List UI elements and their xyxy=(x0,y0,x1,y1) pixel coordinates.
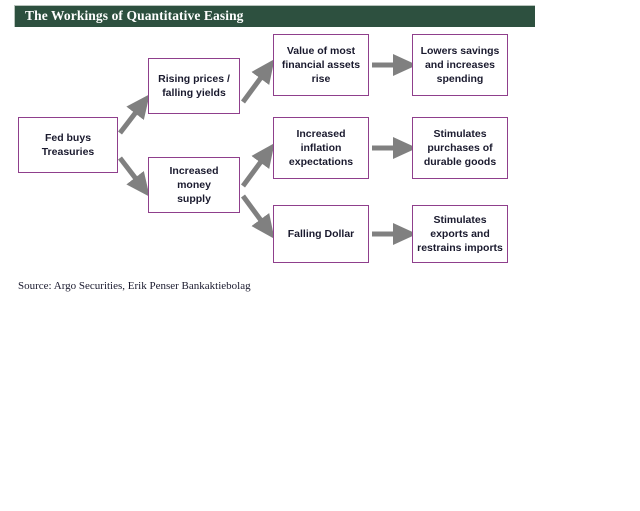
flow-node-stimulates-durable-goods[interactable]: Stimulates purchases of durable goods xyxy=(412,117,508,179)
flow-node-stimulates-exports[interactable]: Stimulates exports and restrains imports xyxy=(412,205,508,263)
flow-node-increased-money-supply[interactable]: Increased money supply xyxy=(148,157,240,213)
flow-node-lowers-savings[interactable]: Lowers savings and increases spending xyxy=(412,34,508,96)
page-title: The Workings of Quantitative Easing xyxy=(25,8,244,23)
flow-node-label: Fed buys Treasuries xyxy=(41,132,95,158)
flow-node-rising-prices[interactable]: Rising prices / falling yields xyxy=(148,58,240,114)
flow-node-label: Increased money supply xyxy=(169,165,219,205)
arrow-fed-to-rising xyxy=(118,94,150,135)
arrow-money-to-dollar xyxy=(240,194,275,239)
flow-node-falling-dollar[interactable]: Falling Dollar xyxy=(273,205,369,263)
flow-node-label: Rising prices / falling yields xyxy=(158,73,230,99)
arrow-money-to-inflation xyxy=(240,143,275,188)
flow-node-financial-assets-rise[interactable]: Value of most financial assets rise xyxy=(273,34,369,96)
flow-node-label: Falling Dollar xyxy=(287,228,355,240)
flow-node-label: Lowers savings and increases spending xyxy=(420,45,500,85)
chart-title-bar: The Workings of Quantitative Easing xyxy=(14,5,535,27)
flow-node-label: Stimulates purchases of durable goods xyxy=(423,128,497,168)
flow-node-fed-buys-treasuries[interactable]: Fed buys Treasuries xyxy=(18,117,118,173)
flow-node-inflation-expectations[interactable]: Increased inflation expectations xyxy=(273,117,369,179)
arrow-fed-to-money xyxy=(118,156,150,197)
flow-node-label: Increased inflation expectations xyxy=(288,128,354,168)
arrow-rising-to-assets xyxy=(240,59,275,104)
flow-node-label: Value of most financial assets rise xyxy=(281,45,361,85)
source-note: Source: Argo Securities, Erik Penser Ban… xyxy=(18,280,251,292)
flow-node-label: Stimulates exports and restrains imports xyxy=(417,214,503,254)
